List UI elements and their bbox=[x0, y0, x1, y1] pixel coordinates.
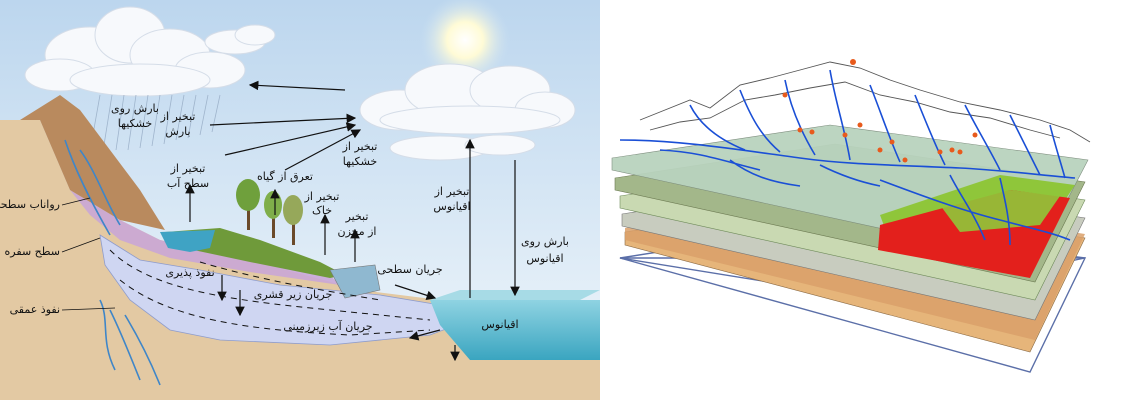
ocean-body bbox=[430, 300, 600, 360]
label-evap-rain-2: بارش bbox=[165, 125, 190, 138]
cycle-arrows bbox=[185, 80, 520, 362]
label-surface-flow: جریان سطحی bbox=[377, 263, 442, 276]
label-evap-rain-1: تبخیر از bbox=[160, 110, 196, 123]
river-network bbox=[619, 69, 1076, 246]
cloud-right-icon bbox=[359, 63, 576, 161]
label-infiltration: نفوذ پذیری bbox=[165, 266, 214, 279]
groundwater-flow-line-2 bbox=[119, 279, 431, 336]
label-ocean: اقیانوس bbox=[481, 318, 518, 331]
label-precip-ocean-2: اقیانوس bbox=[526, 252, 563, 265]
label-evap-surface-water-2: سطح آب bbox=[167, 176, 209, 190]
label-transpiration: تعرق از گیاه bbox=[257, 170, 313, 183]
label-groundwater-flow: جریان آب زیرزمینی bbox=[283, 319, 372, 333]
cloud-small-icon bbox=[204, 24, 276, 55]
sun-icon bbox=[420, 0, 510, 85]
label-evap-reservoir-2: از مخزن bbox=[337, 225, 376, 238]
label-deep-percolation: نفوذ عمقی bbox=[10, 303, 60, 316]
label-precip-ocean-1: بارش روی bbox=[521, 235, 569, 248]
water-cycle-diagram: بارش روی خشکیها تبخیر از بارش تبخیر از س… bbox=[0, 0, 600, 400]
interflow-line bbox=[199, 261, 381, 301]
label-surface-runoff: رواناب سطحی bbox=[0, 198, 60, 211]
label-precip-land-2: خشکیها bbox=[118, 117, 152, 130]
lake bbox=[160, 230, 215, 252]
landuse-green-overlay bbox=[940, 190, 1060, 232]
cloud-left-icon bbox=[24, 6, 246, 97]
label-evap-reservoir-1: تبخیر bbox=[345, 210, 369, 223]
label-evap-ocean-1: تبخیر از bbox=[434, 185, 470, 198]
reservoir bbox=[329, 264, 381, 299]
station-points bbox=[782, 59, 978, 163]
terrain-ridge-lines bbox=[639, 61, 1091, 143]
mountain-rock bbox=[20, 95, 165, 230]
soil-zone bbox=[70, 190, 340, 285]
label-water-table: سطح سفره bbox=[5, 245, 60, 258]
label-evap-land-1: تبخیر از bbox=[342, 140, 378, 153]
label-precip-land-1: بارش روی bbox=[111, 102, 159, 115]
label-evap-ocean-2: اقیانوس bbox=[433, 200, 470, 213]
label-evap-land-2: خشکیها bbox=[343, 155, 377, 168]
leader-lines bbox=[61, 197, 116, 311]
label-evap-surface-water-1: تبخیر از bbox=[170, 162, 206, 175]
gis-layer-stack bbox=[611, 59, 1091, 373]
streams bbox=[64, 139, 161, 386]
label-interflow: جریان زیر قشری bbox=[254, 288, 333, 301]
groundwater-flow-line-1 bbox=[109, 249, 431, 321]
label-evap-soil-2: خاک bbox=[312, 204, 332, 217]
label-evap-soil-1: تبخیر از bbox=[304, 190, 340, 203]
